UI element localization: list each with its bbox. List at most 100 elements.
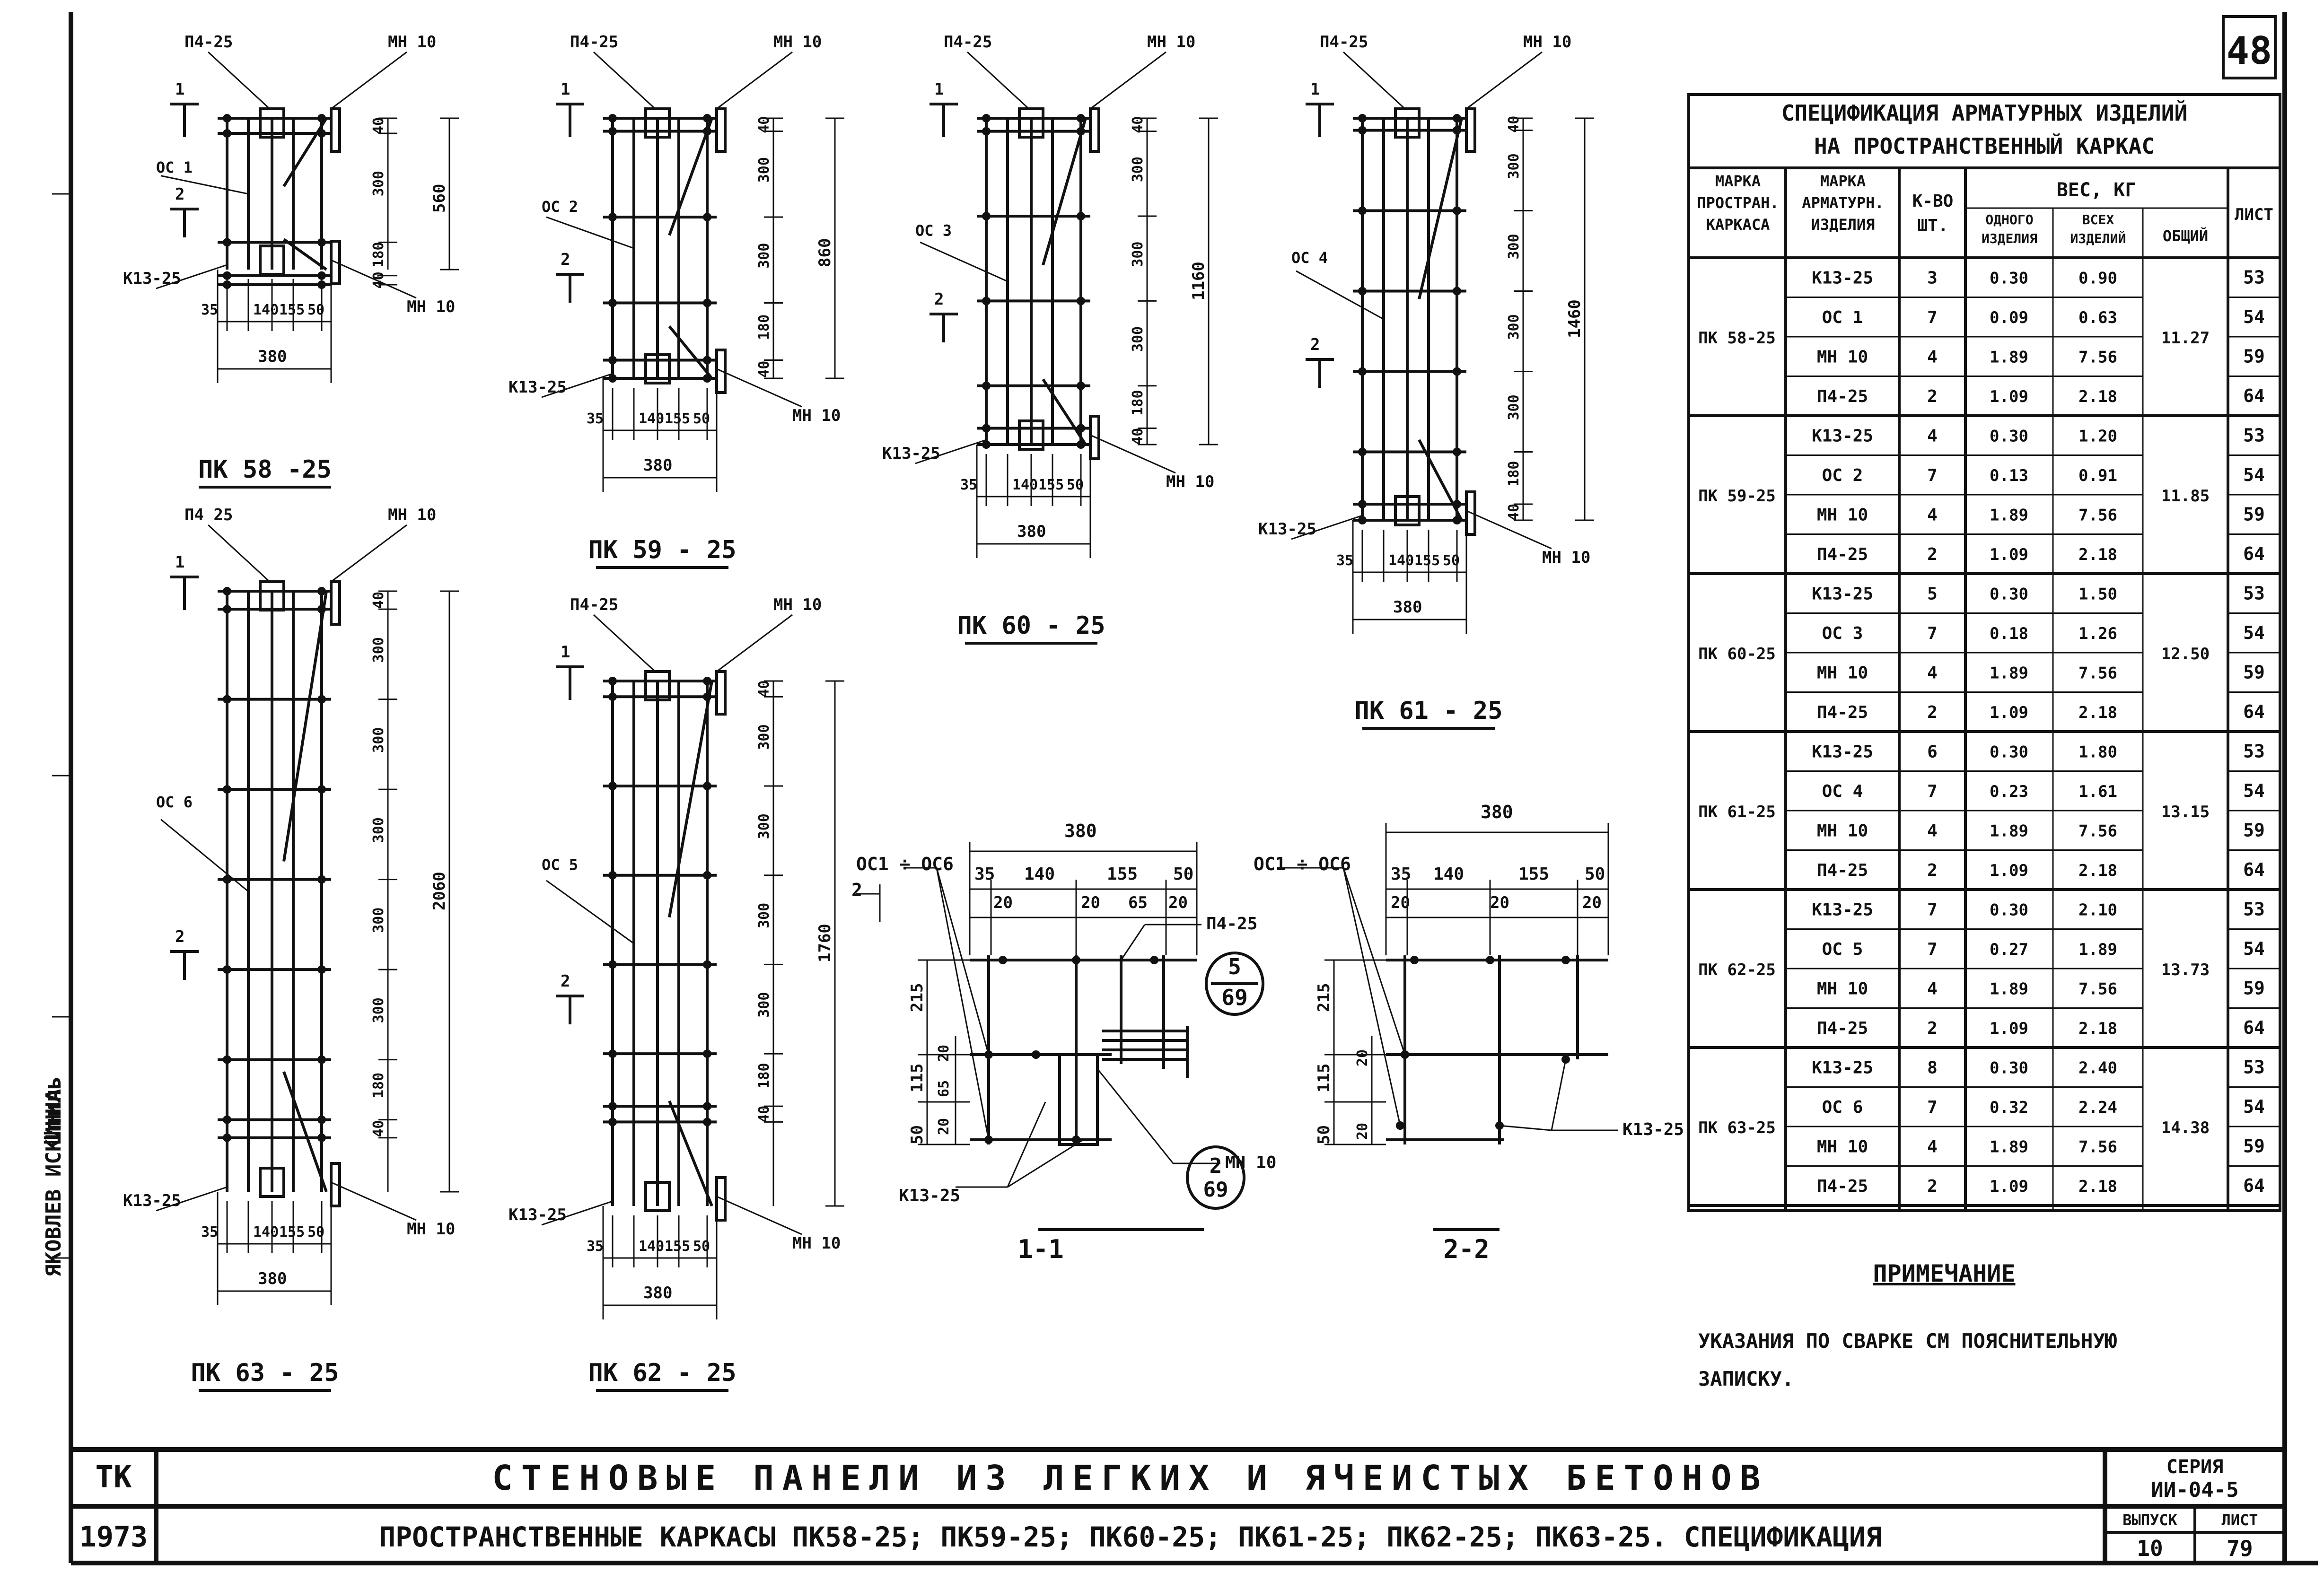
pk62-title: ПК 62 - 25 — [588, 1359, 736, 1387]
pk63-span-8: 40 — [370, 1120, 387, 1137]
s11-ref1-num: 5 — [1228, 954, 1241, 979]
spec-weight-one: 1.89 — [1990, 979, 2028, 998]
spec-qty: 7 — [1927, 624, 1938, 643]
pk59-span-5: 40 — [756, 361, 772, 378]
spec-weight-all: 1.89 — [2078, 940, 2117, 959]
spec-sheet: 53 — [2243, 425, 2265, 445]
pk63-mn2-label: МН 10 — [407, 1220, 455, 1239]
note: ПРИМЕЧАНИЕ УКАЗАНИЯ ПО СВАРКЕ СМ ПОЯСНИТ… — [1698, 1260, 2117, 1390]
spec-sheet: 64 — [2243, 1017, 2265, 1038]
s22-h4: 20 — [1354, 1049, 1371, 1066]
pk62-mn2-label: МН 10 — [792, 1234, 841, 1253]
pk61-section-1-mark: 1 — [1310, 80, 1320, 99]
spec-item: П4-25 — [1817, 703, 1868, 722]
tb-line-2: ПРОСТРАНСТВЕННЫЕ КАРКАСЫ ПК58-25; ПК59-2… — [379, 1521, 1882, 1553]
pk63-w2: 140 — [253, 1224, 279, 1240]
spec-weight-one: 1.09 — [1990, 703, 2028, 722]
s11-ref1-den: 69 — [1221, 985, 1247, 1010]
spec-item: П4-25 — [1817, 861, 1868, 880]
pk63-section-1-mark: 1 — [175, 553, 184, 572]
pk61-w4: 50 — [1443, 552, 1460, 569]
pk61-mn2-label: МН 10 — [1542, 548, 1590, 567]
pk62-k13-label: К13-25 — [509, 1205, 567, 1224]
spec-weight-one: 0.32 — [1990, 1098, 2028, 1117]
spec-item: К13-25 — [1812, 742, 1873, 761]
s11-w1: 35 — [974, 865, 995, 884]
spec-qty: 6 — [1927, 742, 1938, 761]
pk61-span-2: 300 — [1506, 153, 1522, 179]
pk60-w4: 50 — [1067, 477, 1084, 493]
s11-p4: П4-25 — [1206, 914, 1257, 934]
tb-code: ТК — [95, 1460, 132, 1495]
spec-weight-all: 2.24 — [2078, 1098, 2117, 1117]
spec-weight-one: 0.27 — [1990, 940, 2028, 959]
pk59-section-2-mark: 2 — [561, 250, 570, 269]
pk58-span-3: 180 — [370, 242, 387, 267]
pk61-span-7: 40 — [1506, 504, 1522, 521]
pk63-span-4: 300 — [370, 817, 387, 843]
tb-series-value: ИИ-04-5 — [2151, 1478, 2238, 1502]
s11-w3: 155 — [1107, 865, 1138, 884]
s11-title: 1-1 — [1017, 1234, 1064, 1264]
spec-weight-total: 13.73 — [2161, 961, 2210, 979]
hdr-total: ОБЩИЙ — [2163, 227, 2208, 245]
pk60-height-total: 1160 — [1189, 262, 1208, 300]
pk60-span-5: 180 — [1130, 390, 1146, 415]
spec-sheet: 54 — [2243, 1096, 2265, 1117]
tb-year: 1973 — [79, 1520, 148, 1554]
spec-weight-all: 7.56 — [2078, 506, 2117, 524]
spec-item: ОС 6 — [1822, 1098, 1863, 1117]
spec-sheet: 59 — [2243, 1136, 2265, 1156]
pk63-span-5: 300 — [370, 908, 387, 933]
spec-weight-all: 7.56 — [2078, 821, 2117, 840]
pk59-span-4: 180 — [756, 314, 772, 340]
spec-weight-all: 2.18 — [2078, 387, 2117, 406]
spec-weight-total: 14.38 — [2161, 1118, 2210, 1137]
pk63-span-2: 300 — [370, 637, 387, 663]
s11-oc-label: ОС1 ÷ ОС6 — [856, 854, 954, 874]
spec-qty: 7 — [1927, 782, 1938, 801]
s11-h6: 20 — [936, 1118, 952, 1135]
spec-sheet: 64 — [2243, 1175, 2265, 1196]
pk63-w1: 35 — [201, 1224, 218, 1240]
pk61-height-total: 1460 — [1565, 299, 1584, 338]
s22-w2: 140 — [1433, 865, 1464, 884]
pk59-span-1: 40 — [756, 116, 772, 133]
spec-weight-one: 0.13 — [1990, 466, 2028, 485]
spec-item: К13-25 — [1812, 426, 1873, 445]
spec-item: ОС 4 — [1822, 782, 1863, 801]
spec-item: ОС 5 — [1822, 940, 1863, 959]
s11-h3: 50 — [908, 1125, 927, 1144]
pk61-w2: 140 — [1388, 552, 1414, 569]
pk58-oc-label: ОС 1 — [156, 158, 193, 176]
pk62-width: 380 — [643, 1284, 672, 1302]
spec-sheet: 59 — [2243, 662, 2265, 682]
pk59-oc-label: ОС 2 — [542, 198, 578, 216]
pk62-section-2-mark: 2 — [561, 972, 570, 991]
pk61-span-4: 300 — [1506, 314, 1522, 340]
note-title: ПРИМЕЧАНИЕ — [1873, 1260, 2015, 1287]
s11-g2: 20 — [1081, 893, 1100, 912]
spec-item: ОС 3 — [1822, 624, 1863, 643]
pk61-span-1: 40 — [1506, 116, 1522, 133]
spec-qty: 4 — [1927, 979, 1938, 998]
spec-sheet: 54 — [2243, 464, 2265, 485]
section-1-1-labels: 380 ОС1 ÷ ОС6 2 35 140 155 50 20 20 65 2… — [851, 821, 1276, 1264]
spec-frame: ПК 61-25 — [1698, 803, 1776, 821]
pk58-w4: 50 — [307, 302, 324, 318]
spec-item: П4-25 — [1817, 387, 1868, 406]
pk63-span-1: 40 — [370, 592, 387, 609]
pk63-w4: 50 — [307, 1224, 324, 1240]
pk62-span-4: 300 — [756, 903, 772, 928]
pk58-span-4: 40 — [370, 271, 387, 288]
pk62-oc-label: ОС 5 — [542, 856, 578, 874]
spec-item: МН 10 — [1817, 347, 1868, 367]
spec-weight-one: 0.18 — [1990, 624, 2028, 643]
pk63-width: 380 — [258, 1269, 287, 1288]
s11-w2: 140 — [1024, 865, 1055, 884]
